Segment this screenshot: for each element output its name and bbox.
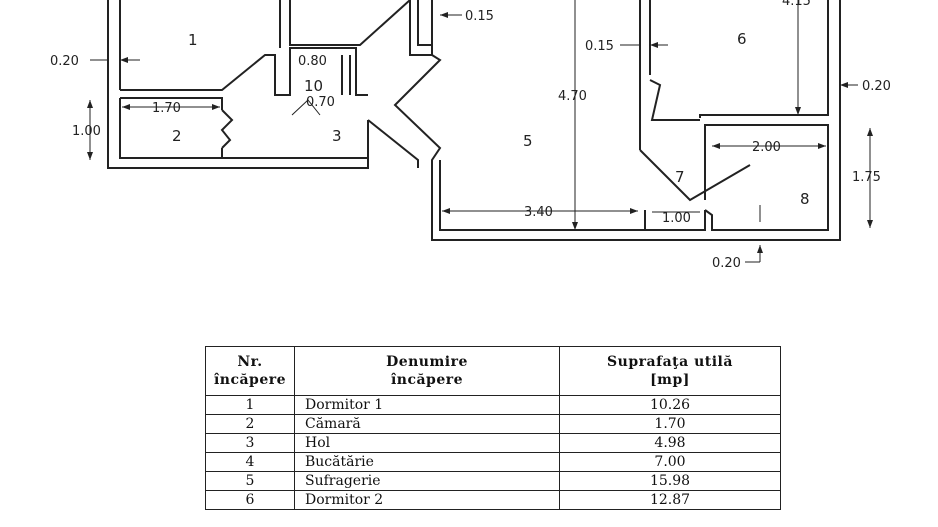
dim-4-15: 4.15: [782, 0, 811, 9]
dim-1-00-bottom: 1.00: [662, 211, 691, 226]
room-label-7: 7: [675, 168, 685, 186]
cell-room-number: 6: [205, 490, 295, 510]
cell-room-area: 15.98: [559, 471, 781, 491]
cell-room-number: 3: [205, 433, 295, 453]
dim-0-20-right: 0.20: [862, 79, 891, 94]
cell-room-name: Bucătărie: [294, 452, 560, 472]
dim-3-40: 3.40: [524, 205, 553, 220]
cell-room-area: 1.70: [559, 414, 781, 434]
cell-room-number: 5: [205, 471, 295, 491]
dim-1-70: 1.70: [152, 101, 181, 116]
dim-0-70: 0.70: [306, 95, 335, 110]
cell-room-number: 1: [205, 395, 295, 415]
room-label-10: 10: [304, 77, 323, 95]
room-label-6: 6: [737, 30, 747, 48]
dim-1-00-left: 1.00: [72, 124, 101, 139]
table-row: 6 Dormitor 2 12.87: [205, 490, 781, 510]
dim-4-70: 4.70: [558, 89, 587, 104]
room-label-5: 5: [523, 132, 533, 150]
dim-1-75: 1.75: [852, 170, 881, 185]
cell-room-number: 2: [205, 414, 295, 434]
dim-0-15-mid: 0.15: [585, 39, 614, 54]
room-label-3: 3: [332, 127, 342, 145]
room-label-1: 1: [188, 31, 198, 49]
dim-0-80: 0.80: [298, 54, 327, 69]
room-label-2: 2: [172, 127, 182, 145]
header-room-name: Denumire încăpere: [294, 346, 560, 396]
table-header-row: Nr. încăpere Denumire încăpere Suprafaţa…: [205, 346, 781, 396]
cell-room-area: 10.26: [559, 395, 781, 415]
cell-room-name: Sufragerie: [294, 471, 560, 491]
cell-room-name: Hol: [294, 433, 560, 453]
cell-room-name: Dormitor 2: [294, 490, 560, 510]
room-labels: 1 2 3 5 6 7 8 10: [172, 30, 810, 208]
cell-room-number: 4: [205, 452, 295, 472]
cell-room-name: Cămară: [294, 414, 560, 434]
table-row: 4 Bucătărie 7.00: [205, 452, 781, 472]
dim-2-00: 2.00: [752, 140, 781, 155]
header-useful-area: Suprafaţa utilă [mp]: [559, 346, 781, 396]
dim-0-15-top: 0.15: [465, 9, 494, 24]
table-row: 1 Dormitor 1 10.26: [205, 395, 781, 415]
dim-0-20-left: 0.20: [50, 54, 79, 69]
cell-room-area: 12.87: [559, 490, 781, 510]
floor-plan: 1 2 3 5 6 7 8 10 0.15 0.20 0.80 0.70 1.7…: [50, 0, 891, 271]
cell-room-area: 7.00: [559, 452, 781, 472]
room-area-table: Nr. încăpere Denumire încăpere Suprafaţa…: [205, 346, 781, 510]
table-row: 5 Sufragerie 15.98: [205, 471, 781, 491]
table-row: 2 Cămară 1.70: [205, 414, 781, 434]
dimension-lines: [87, 0, 873, 263]
walls: [107, 0, 841, 241]
header-room-number: Nr. încăpere: [205, 346, 295, 396]
dimension-labels: 0.15 0.20 0.80 0.70 1.70 1.00 0.15 4.70 …: [50, 0, 891, 271]
room-label-8: 8: [800, 190, 810, 208]
cell-room-name: Dormitor 1: [294, 395, 560, 415]
cell-room-area: 4.98: [559, 433, 781, 453]
table-row: 3 Hol 4.98: [205, 433, 781, 453]
dim-0-20-bottom: 0.20: [712, 256, 741, 271]
